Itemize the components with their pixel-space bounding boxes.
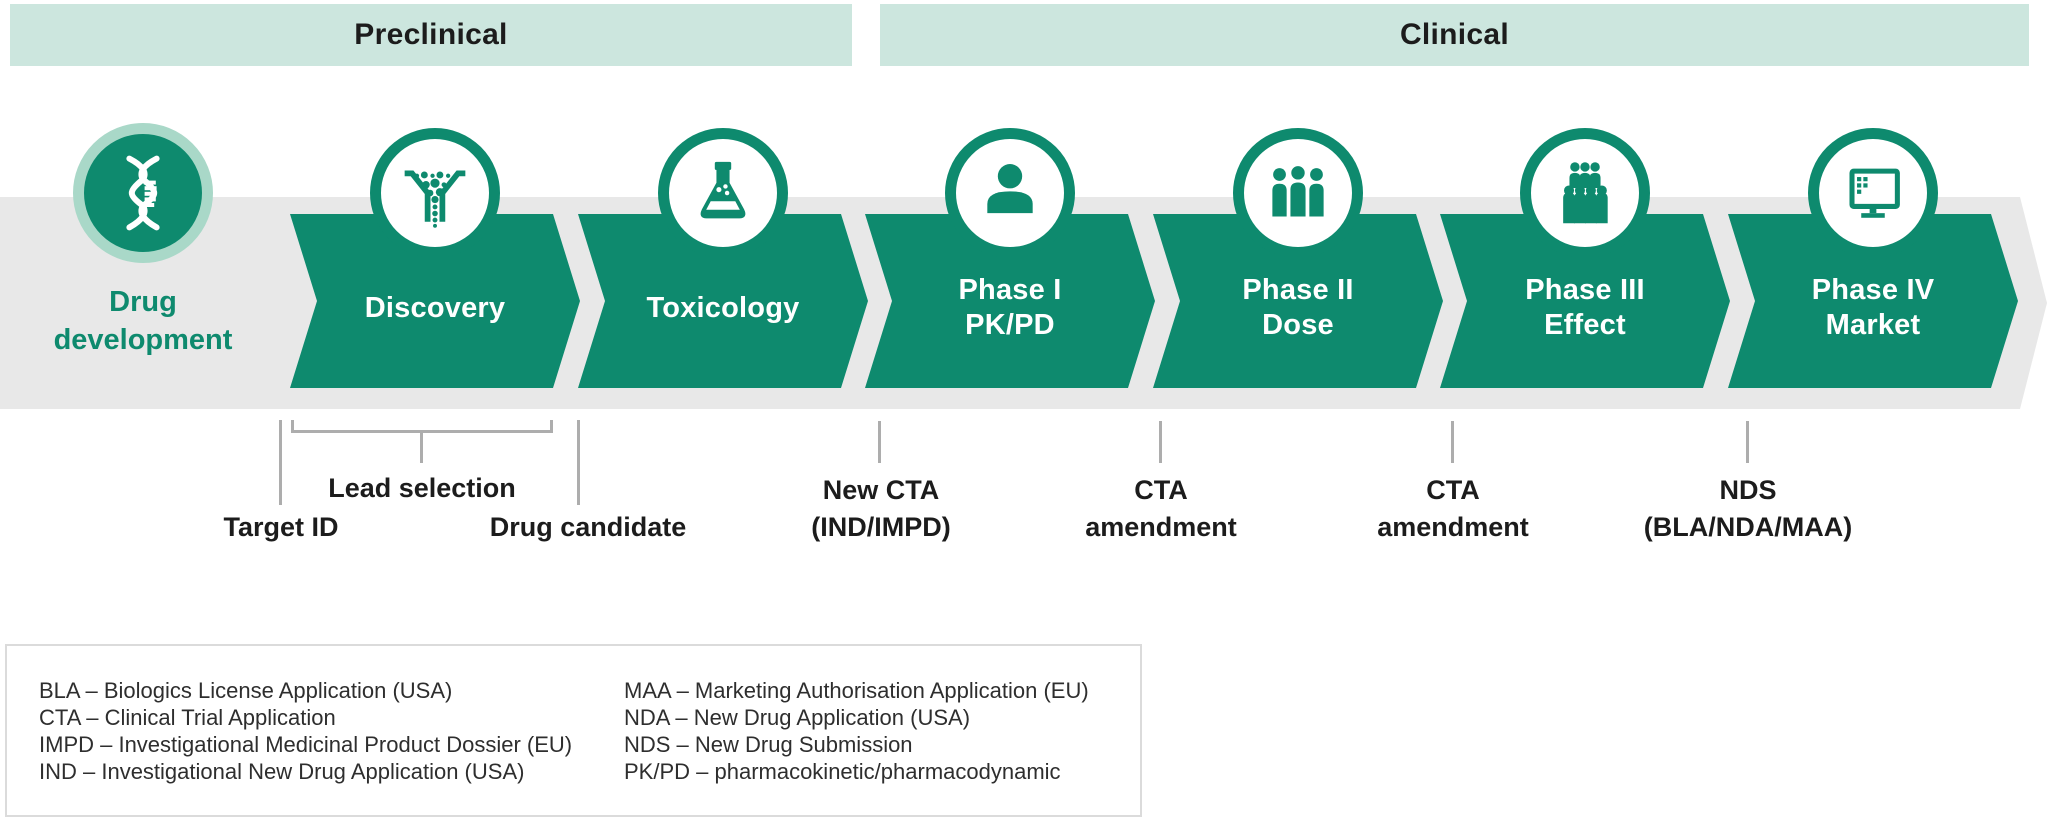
flask-icon-glyph: [700, 161, 746, 219]
cta-amendment-2-label: CTA amendment: [1377, 475, 1529, 542]
cta-amendment-2-tick: [1451, 421, 1454, 463]
legend-entry-ind: IND – Investigational New Drug Applicati…: [39, 759, 525, 784]
new-cta-label: New CTA (IND/IMPD): [811, 475, 951, 542]
legend-entry-impd: IMPD – Investigational Medicinal Product…: [39, 732, 573, 757]
stage-chevron-phase3: Phase III Effect: [1440, 214, 1730, 388]
crowd-icon: [1520, 128, 1650, 258]
legend-entry-pkpd: PK/PD – pharmacokinetic/pharmacodynamic: [624, 759, 1061, 784]
abbreviation-legend-box: BLA – Biologics License Application (USA…: [5, 644, 1142, 817]
stage-label: Toxicology: [646, 291, 800, 324]
legend-entry-cta: CTA – Clinical Trial Application: [39, 705, 336, 730]
legend-column-left: BLA – Biologics License Application (USA…: [39, 677, 572, 785]
nds-tick: [1746, 421, 1749, 463]
person-icon: [945, 128, 1075, 258]
person-icon-glyph: [987, 164, 1033, 214]
monitor-icon: [1808, 128, 1938, 258]
monitor-icon-glyph: [1849, 168, 1900, 218]
funnel-icon-glyph: [404, 170, 466, 228]
stage-label: Discovery: [364, 291, 506, 324]
dna-icon-glyph: [126, 155, 160, 231]
people-group-icon: [1233, 128, 1363, 258]
lead-selection-bracket-left-end: [291, 420, 294, 433]
drug-development-label: Drug development: [53, 286, 233, 356]
new-cta-tick: [878, 421, 881, 463]
cta-amendment-1-tick: [1159, 421, 1162, 463]
preclinical-header-bar: Preclinical: [10, 4, 852, 66]
drug-candidate-label: Drug candidate: [489, 512, 687, 542]
stage-label: Phase IV Market: [1811, 274, 1935, 341]
funnel-icon: [370, 128, 500, 258]
lead-selection-bracket-stem: [420, 430, 423, 463]
stage-label: Phase III Effect: [1525, 274, 1645, 341]
drug-candidate-tick: [577, 420, 580, 505]
legend-entry-nds: NDS – New Drug Submission: [624, 732, 913, 757]
target-id-label: Target ID: [223, 512, 339, 542]
lead-selection-bracket-right-end: [550, 420, 553, 433]
legend-entry-bla: BLA – Biologics License Application (USA…: [39, 678, 453, 703]
dna-icon: [73, 123, 213, 263]
stage-label: Phase I PK/PD: [958, 274, 1062, 341]
crowd-icon-glyph: [1563, 162, 1608, 224]
preclinical-label: Preclinical: [354, 18, 508, 51]
clinical-label: Clinical: [1399, 18, 1510, 51]
flask-icon: [658, 128, 788, 258]
clinical-header-bar: Clinical: [880, 4, 2029, 66]
people-group-icon-glyph: [1272, 166, 1324, 217]
nds-label: NDS (BLA/NDA/MAA): [1643, 475, 1853, 542]
stage-label: Phase II Dose: [1242, 274, 1354, 341]
legend-column-right: MAA – Marketing Authorisation Applicatio…: [624, 677, 1089, 785]
legend-entry-maa: MAA – Marketing Authorisation Applicatio…: [624, 678, 1089, 703]
lead-selection-label: Lead selection: [328, 473, 516, 503]
target-id-tick: [279, 420, 282, 505]
cta-amendment-1-label: CTA amendment: [1085, 475, 1237, 542]
legend-entry-nda: NDA – New Drug Application (USA): [624, 705, 971, 730]
